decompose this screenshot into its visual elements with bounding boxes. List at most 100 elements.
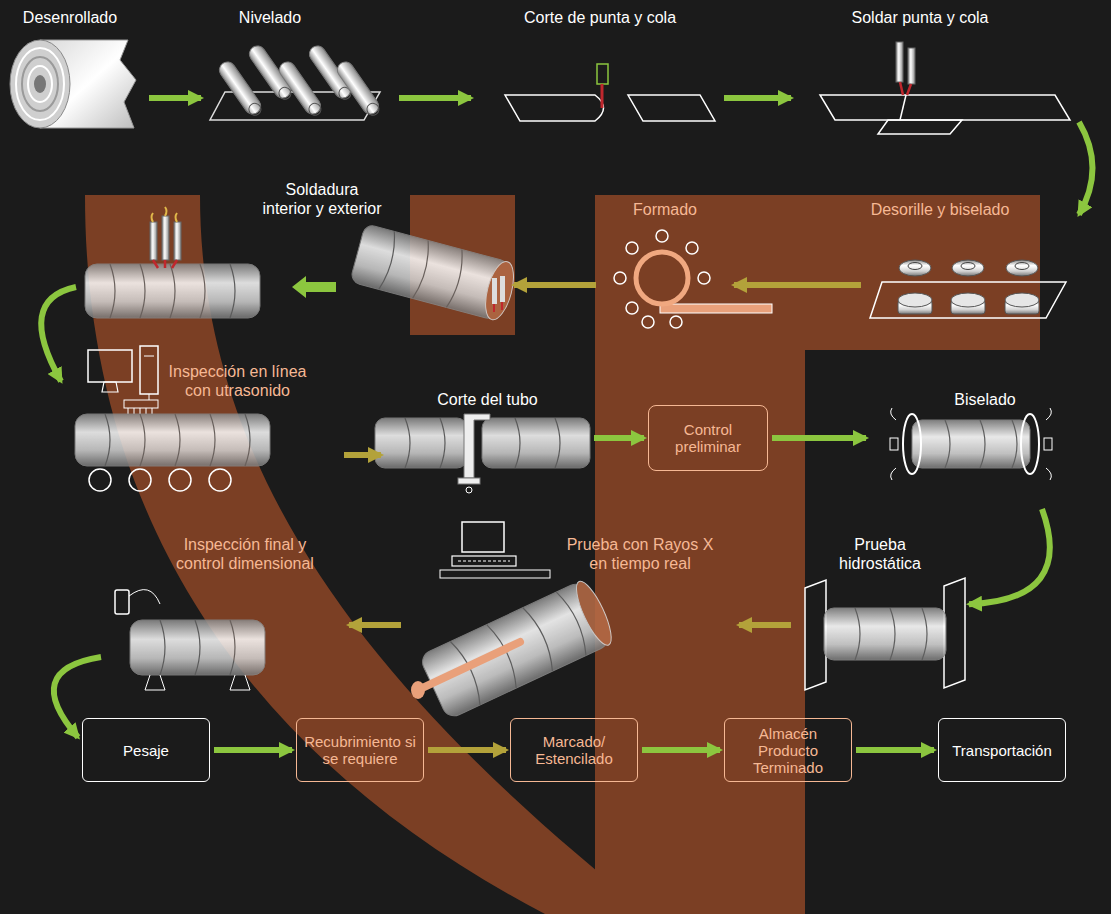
- box-text: Pesaje: [123, 742, 169, 759]
- process-step: Formado: [600, 195, 730, 325]
- process-step: Soldadura interior y exterior: [80, 175, 510, 315]
- pipe-cut-icon-part-part: [482, 418, 590, 468]
- shear-icon-part: [597, 64, 608, 84]
- box-text: Control preliminar: [654, 421, 762, 455]
- process-box: Almacén Producto Terminado: [724, 718, 852, 782]
- edge-trim-icon-part: [1005, 293, 1039, 307]
- ultrasonic-icon-part: [129, 469, 151, 491]
- flow-arrow: [594, 435, 644, 441]
- leveler-icon: [210, 43, 383, 120]
- spiral-weld-icon-part: [172, 260, 177, 268]
- step-label: Inspección en línea con utrasonido: [165, 362, 310, 400]
- butt-weld-icon: [820, 42, 1070, 134]
- spiral-weld-icon-part-part: [379, 231, 467, 308]
- brand-band-part: [85, 195, 650, 914]
- xray-icon-part: [458, 561, 510, 562]
- spiral-weld-icon-part: [350, 224, 519, 323]
- bevel-icon-part-part: [945, 420, 1017, 468]
- final-inspection-icon-part: [115, 590, 129, 614]
- flow-arrow: [734, 282, 861, 288]
- final-inspection-icon-part-part: [130, 620, 265, 675]
- spiral-weld-icon-part: [493, 304, 495, 312]
- process-step: Corte de punta y cola: [475, 5, 720, 135]
- leveler-icon-part: [334, 59, 383, 119]
- brand-band: [85, 195, 1040, 914]
- spiral-weld-icon-part: [153, 260, 158, 268]
- step-label: Desorille y biselado: [865, 200, 1015, 219]
- leveler-icon-part-part: [334, 59, 382, 117]
- leveler-icon-part-part: [307, 101, 324, 118]
- spiral-weld-icon-part: [501, 302, 503, 310]
- process-step: Prueba hidrostática: [795, 530, 965, 695]
- coil-icon-part: [22, 57, 58, 111]
- xray-icon-part-part: [450, 589, 592, 705]
- butt-weld-icon-part: [908, 48, 915, 84]
- forming-icon-part: [626, 302, 638, 314]
- process-step: Inspección final y control dimensional: [105, 525, 345, 690]
- flow-arrow: [772, 435, 866, 441]
- step-label: Soldar punta y cola: [820, 8, 1020, 27]
- box-text: Recubrimiento si se requiere: [302, 733, 418, 767]
- edge-trim-icon-part: [951, 293, 985, 307]
- forming-icon: [614, 230, 772, 328]
- pipe-cut-icon-part: [375, 418, 590, 468]
- bevel-icon-part: [1044, 438, 1052, 450]
- step-label: Biselado: [885, 390, 1085, 409]
- spiral-weld-icon: [85, 207, 519, 323]
- forming-icon-part: [614, 272, 626, 284]
- xray-icon-part: [419, 577, 618, 719]
- hydro-test-icon-part: [805, 580, 826, 690]
- edge-trim-icon-part: [952, 260, 984, 276]
- forming-icon-part: [656, 230, 668, 242]
- process-box: Transportación: [938, 718, 1066, 782]
- bevel-icon-part-part: [912, 420, 1030, 468]
- hydro-test-icon-part: [944, 578, 965, 688]
- flow-arrow: [739, 622, 791, 628]
- coil-icon-part: [28, 66, 52, 102]
- pipe-cut-icon-part-part: [405, 418, 560, 468]
- spiral-weld-icon-part: [85, 264, 260, 318]
- process-box: Pesaje: [82, 718, 210, 782]
- forming-icon-part: [670, 316, 682, 328]
- spiral-weld-icon-part-part: [110, 264, 235, 318]
- ultrasonic-icon-part: [128, 408, 152, 414]
- process-step: Corte del tubo: [385, 385, 590, 505]
- step-label: Prueba con Rayos X en tiempo real: [560, 535, 720, 573]
- butt-weld-icon-part: [900, 95, 906, 120]
- pipe-cut-icon-part: [464, 414, 490, 478]
- pipe-cut-icon: [375, 414, 590, 493]
- spiral-weld-icon-part-part: [480, 259, 519, 323]
- edge-trim-icon-part: [1006, 260, 1038, 276]
- spiral-weld-icon-part: [150, 222, 157, 260]
- process-box: Marcado/ Estencilado: [510, 718, 638, 782]
- process-box: Control preliminar: [648, 405, 768, 471]
- flow-arrow: [149, 95, 201, 101]
- butt-weld-icon-part: [896, 42, 903, 82]
- spiral-weld-icon-part: [292, 276, 336, 298]
- pipe-cut-icon-part-part: [375, 418, 467, 468]
- forming-icon-part: [626, 242, 638, 254]
- butt-weld-icon-part: [907, 84, 911, 95]
- bevel-icon-part: [912, 420, 1030, 468]
- ultrasonic-icon-part: [75, 414, 270, 466]
- step-label: Soldadura interior y exterior: [260, 180, 384, 218]
- final-inspection-icon-part-part: [160, 620, 235, 675]
- box-text: Almacén Producto Terminado: [730, 725, 846, 776]
- process-step: Prueba con Rayos X en tiempo real: [405, 520, 735, 695]
- ultrasonic-icon-part-part: [75, 414, 270, 466]
- spiral-weld-icon-part-part: [85, 264, 260, 318]
- ultrasonic-icon-part: [88, 350, 132, 382]
- ultrasonic-icon-part: [124, 400, 158, 408]
- ultrasonic-icon-part: [140, 346, 158, 394]
- xray-icon-part: [462, 522, 504, 552]
- flow-arrow: [41, 287, 76, 381]
- xray-icon-part-part: [570, 577, 618, 649]
- flow-arrow: [969, 509, 1050, 604]
- forming-icon-part: [660, 304, 772, 313]
- hydro-test-icon-part-part: [855, 608, 927, 660]
- xray-icon-part: [452, 556, 516, 566]
- process-step: Nivelado: [205, 5, 395, 135]
